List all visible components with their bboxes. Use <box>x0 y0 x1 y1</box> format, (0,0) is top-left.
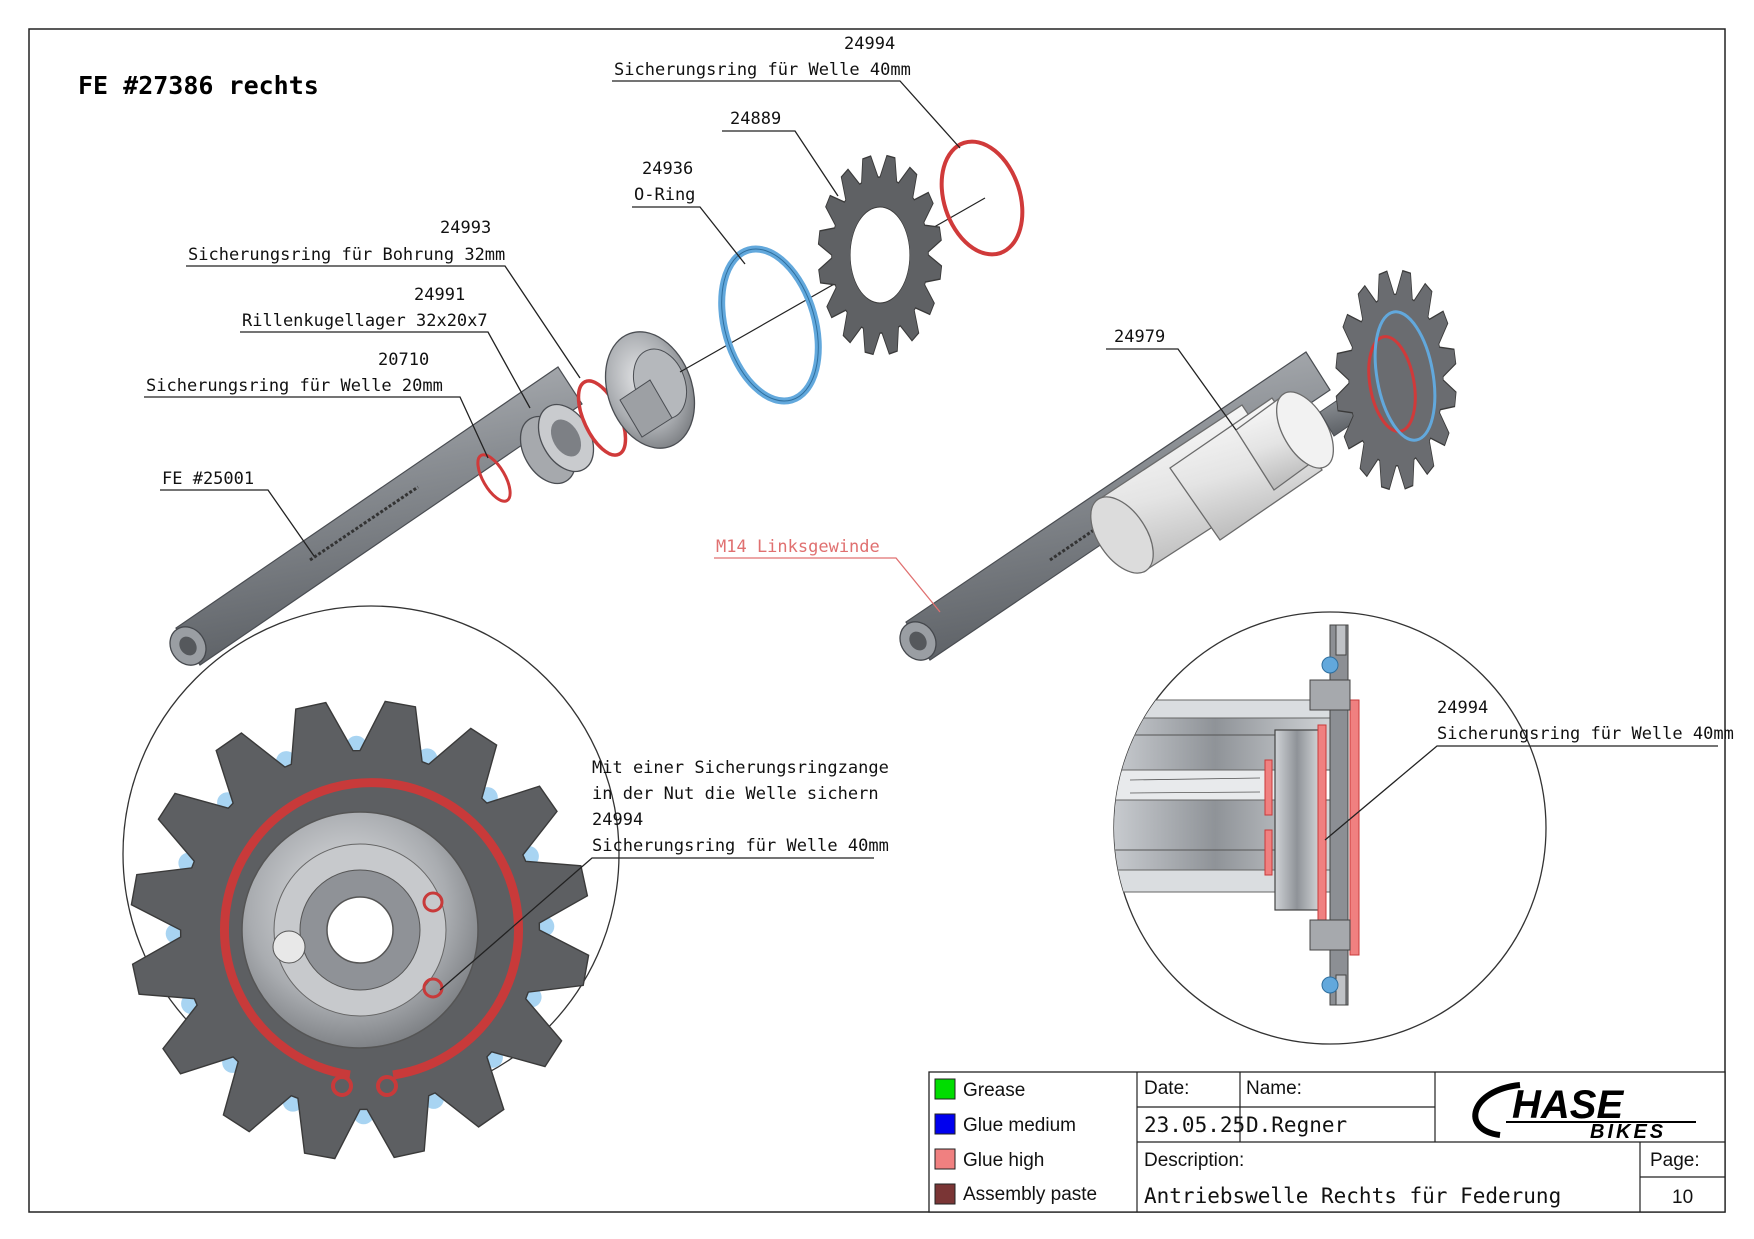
legend-swatch-assembly-paste <box>934 1183 956 1205</box>
exploded-assembly-left <box>169 139 1025 666</box>
svg-text:20710: 20710 <box>378 350 429 370</box>
legend-swatch-grease <box>934 1078 956 1100</box>
legend-label-assembly-paste: Assembly paste <box>963 1184 1097 1205</box>
legend-label-grease: Grease <box>963 1080 1025 1101</box>
sprocket-front-detail <box>122 605 620 1160</box>
svg-text:24994: 24994 <box>1437 698 1488 718</box>
svg-text:M14 Linksgewinde: M14 Linksgewinde <box>716 537 880 557</box>
callout-note: Mit einer Sicherungsringzange in der Nut… <box>439 758 889 991</box>
callout-fe25001: FE #25001 <box>160 469 315 557</box>
callout-m14: M14 Linksgewinde <box>714 537 941 613</box>
svg-text:24936: 24936 <box>642 159 693 179</box>
callout-24979: 24979 <box>1106 327 1237 431</box>
callout-20710: 20710 Sicherungsring für Welle 20mm <box>144 350 489 459</box>
sprocket-bore <box>849 206 911 304</box>
legend-label-glue-high: Glue high <box>963 1150 1044 1171</box>
svg-text:24979: 24979 <box>1114 327 1165 347</box>
date-label: Date: <box>1144 1078 1189 1099</box>
svg-text:Sicherungsring für Welle 40mm: Sicherungsring für Welle 40mm <box>1437 724 1734 744</box>
svg-text:Sicherungsring für Bohrung 32m: Sicherungsring für Bohrung 32mm <box>188 245 505 265</box>
legend-label-glue-medium: Glue medium <box>963 1115 1076 1136</box>
sprocket-24889 <box>817 154 943 356</box>
svg-text:Mit einer Sicherungsringzange: Mit einer Sicherungsringzange <box>592 758 889 778</box>
legend: Grease Glue medium Glue high Assembly pa… <box>934 1078 1097 1205</box>
callout-24994-detail: 24994 Sicherungsring für Welle 40mm <box>1324 698 1734 841</box>
sprocket-mounted <box>1335 269 1457 491</box>
page-label: Page: <box>1650 1150 1700 1171</box>
date-value: 23.05.25 <box>1144 1113 1245 1137</box>
callout-24994-top: 24994 Sicherungsring für Welle 40mm <box>612 34 961 149</box>
name-value: D.Regner <box>1246 1113 1347 1137</box>
description-label: Description: <box>1144 1150 1244 1171</box>
svg-text:FE #25001: FE #25001 <box>162 469 254 489</box>
svg-text:BIKES: BIKES <box>1590 1121 1666 1143</box>
description-value: Antriebswelle Rechts für Federung <box>1144 1184 1561 1208</box>
svg-text:24889: 24889 <box>730 109 781 129</box>
name-label: Name: <box>1246 1078 1302 1099</box>
svg-text:in der Nut die Welle sichern: in der Nut die Welle sichern <box>592 784 879 804</box>
callout-24993: 24993 Sicherungsring für Bohrung 32mm <box>186 218 581 379</box>
drawing-title: FE #27386 rechts <box>78 71 319 100</box>
sprocket-outline <box>1335 269 1457 491</box>
hase-bikes-logo: HASE BIKES <box>1472 1082 1696 1143</box>
circlip-24994-front <box>220 778 523 1080</box>
svg-text:O-Ring: O-Ring <box>634 185 695 205</box>
hub-flange <box>604 331 696 449</box>
svg-text:24993: 24993 <box>440 218 491 238</box>
svg-text:24994: 24994 <box>592 810 643 830</box>
callout-24889: 24889 <box>722 109 839 197</box>
drawing-frame <box>28 28 1726 1213</box>
assembled-shaft-right <box>899 269 1457 661</box>
circlip-20710 <box>476 453 512 503</box>
legend-swatch-glue-medium <box>934 1113 956 1135</box>
svg-text:Rillenkugellager 32x20x7: Rillenkugellager 32x20x7 <box>242 311 488 331</box>
section-detail-circle <box>1113 611 1547 1045</box>
svg-text:Sicherungsring für Welle 40mm: Sicherungsring für Welle 40mm <box>592 836 889 856</box>
title-block: Grease Glue medium Glue high Assembly pa… <box>928 1071 1726 1213</box>
svg-text:24991: 24991 <box>414 285 465 305</box>
oring-24936 <box>718 245 822 405</box>
svg-text:Sicherungsring für Welle 40mm: Sicherungsring für Welle 40mm <box>614 60 911 80</box>
svg-text:Sicherungsring für Welle 20mm: Sicherungsring für Welle 20mm <box>146 376 443 396</box>
page-value: 10 <box>1672 1187 1693 1208</box>
callout-24991: 24991 Rillenkugellager 32x20x7 <box>240 285 531 409</box>
svg-text:HASE: HASE <box>1512 1083 1624 1127</box>
circlip-24994-top <box>939 139 1025 257</box>
legend-swatch-glue-high <box>934 1148 956 1170</box>
callout-24936: 24936 O-Ring <box>632 159 746 265</box>
svg-text:24994: 24994 <box>844 34 895 54</box>
